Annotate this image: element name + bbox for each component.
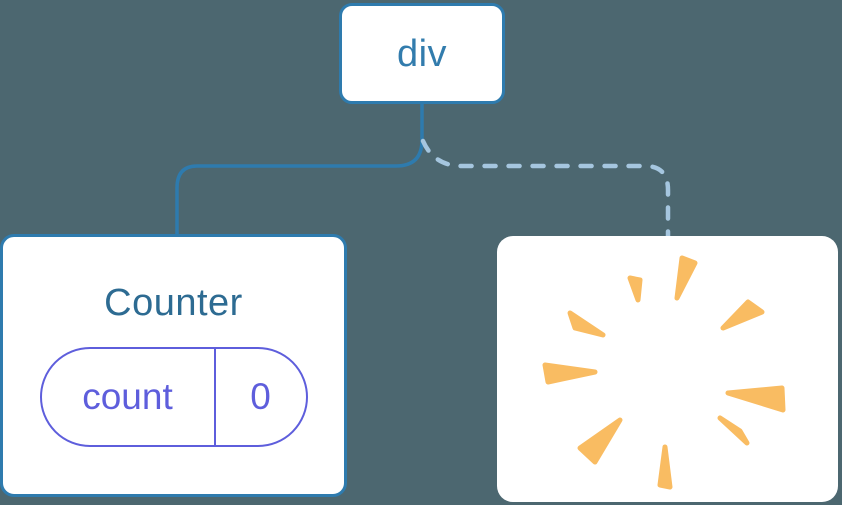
state-pill: count 0 [39,347,308,447]
tree-node-div: div [339,3,505,104]
poof-ray [657,444,673,490]
dashed-connector-line [420,138,671,243]
counter-node-label: Counter [104,282,243,324]
state-key-label: count [42,349,216,445]
solid-connector-line [175,101,424,238]
state-value-label: 0 [250,376,271,417]
poof-ray [567,310,606,338]
poof-sparkle-icon [542,255,786,490]
poof-ray [720,299,765,331]
tree-node-removed [497,236,838,502]
div-node-label: div [396,32,448,75]
poof-ray [674,255,698,301]
poof-ray [725,385,786,413]
poof-ray [717,415,750,446]
poof-ray [542,362,598,385]
poof-ray [577,417,623,465]
tree-node-counter: Counter count 0 [0,234,347,497]
poof-ray [627,275,643,303]
